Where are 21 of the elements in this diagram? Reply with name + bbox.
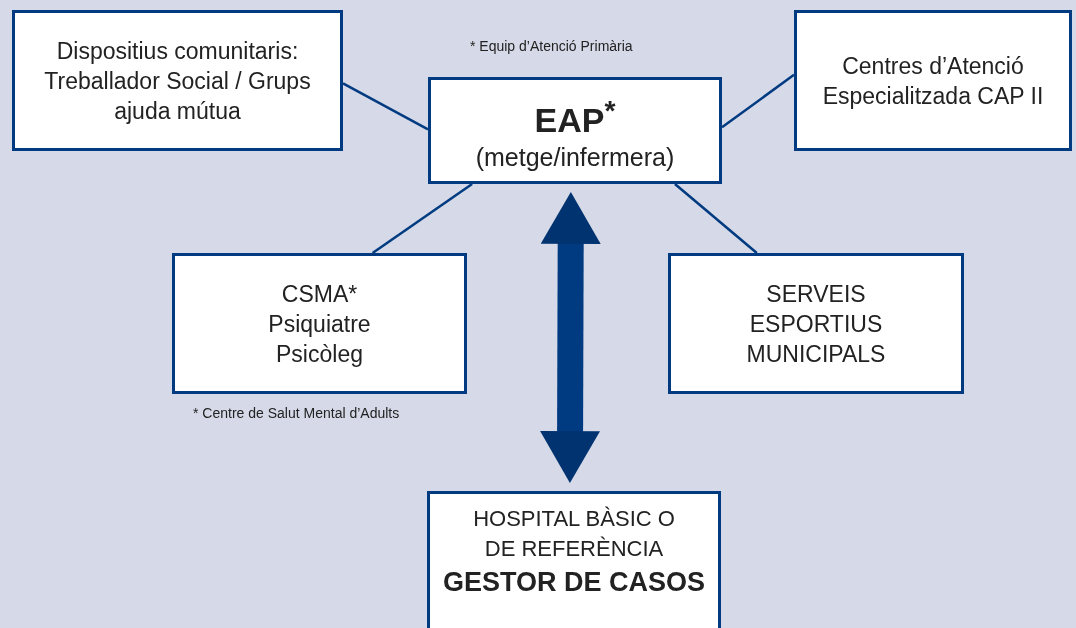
process-box: [172, 253, 467, 394]
double-arrow: [540, 192, 601, 483]
process-box: [12, 10, 343, 151]
node-text: Centres d’Atenció Especialitzada CAP II: [821, 51, 1045, 111]
footnote: * Equip d’Atenció Primària: [470, 38, 633, 54]
node-text: (metge/infermera): [475, 141, 675, 172]
connector-line: [721, 73, 795, 129]
node-text: Dispositius comunitaris: Treballador Social / Grups ajuda mútua: [43, 36, 312, 126]
node-text: SERVEIS ESPORTIUS MUNICIPALS: [745, 279, 887, 369]
connector-line: [342, 82, 429, 131]
process-box: [427, 491, 721, 628]
process-box: [428, 77, 722, 184]
node-text: GESTOR DE CASOS: [442, 566, 706, 599]
node-text: HOSPITAL BÀSIC O DE REFERÈNCIA: [472, 505, 676, 563]
process-box: [668, 253, 964, 394]
node-text: CSMA* Psiquiatre Psicòleg: [267, 279, 372, 369]
node-text: EAP$^{*}$: [534, 93, 616, 142]
footnote: * Centre de Salut Mental d’Adults: [193, 405, 400, 421]
process-box: [794, 10, 1072, 151]
connector-line: [371, 182, 473, 255]
connector-line: [674, 183, 758, 254]
